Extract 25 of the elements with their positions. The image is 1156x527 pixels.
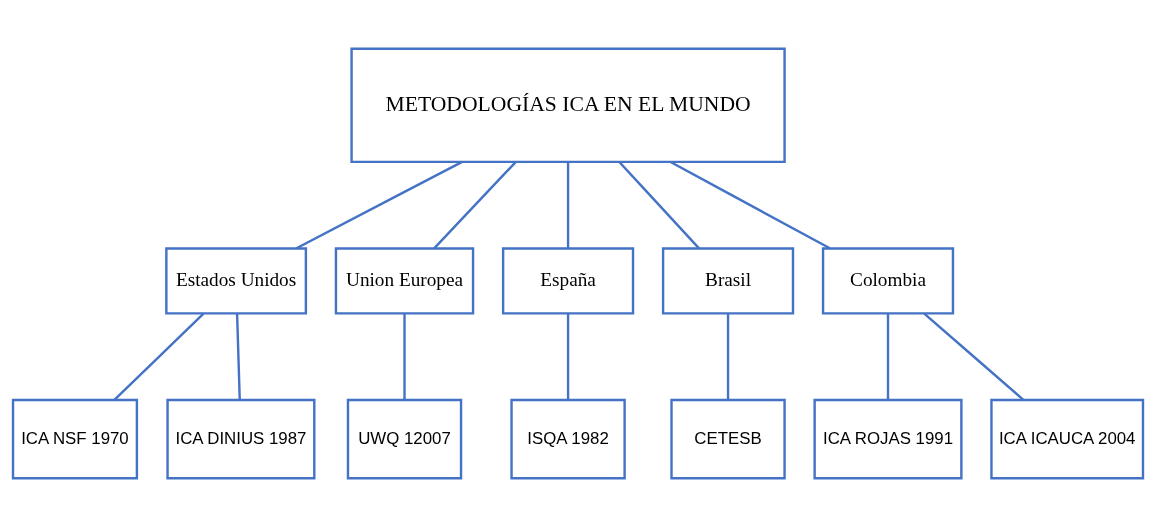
node-box: ICA ICAUCA 2004: [990, 398, 1145, 480]
connector: [886, 313, 890, 400]
node-box: CETESB: [670, 398, 786, 480]
node-box: ICA ROJAS 1991: [813, 398, 963, 480]
node-box: España: [501, 247, 635, 315]
connector: [670, 161, 831, 250]
node-box: Estados Unidos: [165, 247, 308, 315]
connector: [295, 161, 463, 250]
connector: [113, 312, 205, 401]
connector: [403, 313, 406, 400]
node-box: Union Europea: [334, 247, 475, 315]
connector: [566, 162, 570, 249]
node-box: Colombia: [821, 247, 955, 315]
node-box: ISQA 1982: [510, 398, 626, 480]
node-box: ICA NSF 1970: [11, 398, 139, 480]
connector: [923, 312, 1025, 401]
connector: [726, 313, 730, 400]
connector: [433, 161, 517, 250]
node-box: ICA DINIUS 1987: [166, 398, 316, 480]
connector: [618, 161, 700, 250]
node-box: UWQ 12007: [346, 398, 463, 480]
node-box: METODOLOGÍAS ICA EN EL MUNDO: [350, 47, 786, 164]
connector: [566, 313, 570, 400]
connector: [235, 313, 241, 400]
node-box: Brasil: [661, 247, 795, 315]
